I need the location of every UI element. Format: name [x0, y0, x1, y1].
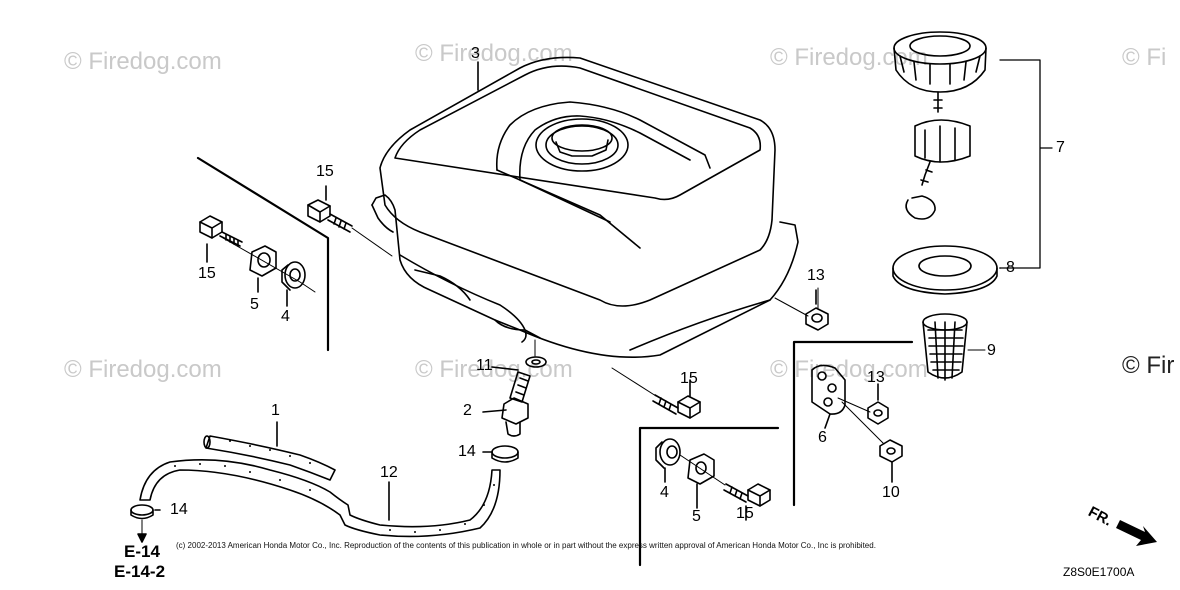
callout-15: 15: [680, 370, 698, 387]
callout-5: 5: [692, 508, 701, 525]
bolt-15: [723, 483, 771, 507]
washer-11: [525, 356, 547, 368]
callout-12: 12: [380, 464, 398, 481]
callout-1: 1: [271, 402, 280, 419]
callout-2: 2: [463, 402, 472, 419]
nut-10: [879, 439, 903, 463]
bolt-15: [199, 215, 243, 247]
watermark: © Fi: [1122, 44, 1167, 71]
callout-6: 6: [818, 429, 827, 446]
callout-15: 15: [736, 505, 754, 522]
fuel-hose-1: [203, 435, 336, 481]
watermark: © Firedog.com: [770, 356, 928, 383]
callout-15: 15: [198, 265, 216, 282]
callout-13: 13: [867, 369, 885, 386]
callout-14: 14: [170, 501, 188, 518]
reference-e14-2[interactable]: E-14-2: [114, 562, 166, 581]
callout-13: 13: [807, 267, 825, 284]
bolt-15: [307, 199, 353, 233]
front-direction-arrow: [1116, 520, 1157, 546]
plate-6: [811, 364, 846, 415]
bolt-15: [652, 394, 701, 419]
watermark: © Firedog.com: [64, 356, 222, 383]
copyright-notice: (c) 2002-2013 American Honda Motor Co., …: [176, 541, 876, 550]
nut-13: [867, 401, 889, 425]
fuel-cap: [893, 31, 987, 220]
gasket-8: [892, 245, 998, 295]
callout-4: 4: [281, 308, 290, 325]
reference-e14[interactable]: E-14: [124, 542, 160, 561]
callout-3: 3: [471, 45, 480, 62]
callout-14: 14: [458, 443, 476, 460]
washer-5: [687, 453, 715, 485]
hose-clamp-14: [130, 504, 154, 520]
watermark: © Firedog.com: [64, 48, 222, 75]
nut-13: [805, 307, 829, 331]
callout-8: 8: [1006, 259, 1015, 276]
fuel-cock-2: [501, 371, 531, 437]
callout-7: 7: [1056, 139, 1065, 156]
callout-10: 10: [882, 484, 900, 501]
fuel-tank: [371, 56, 799, 359]
callout-5: 5: [250, 296, 259, 313]
grommet-4: [281, 261, 306, 291]
grommet-4: [655, 438, 681, 469]
callout-9: 9: [987, 342, 996, 359]
fuel-strainer-9: [922, 313, 968, 381]
callout-15: 15: [316, 163, 334, 180]
hose-clamp-14: [491, 445, 519, 463]
watermark: © Firedog.com: [415, 40, 573, 67]
diagram-code: Z8S0E1700A: [1063, 565, 1135, 579]
callout-4: 4: [660, 484, 669, 501]
callout-11: 11: [476, 357, 493, 374]
watermark: © Fir: [1122, 352, 1175, 379]
fuel-hose-12: [139, 459, 501, 538]
